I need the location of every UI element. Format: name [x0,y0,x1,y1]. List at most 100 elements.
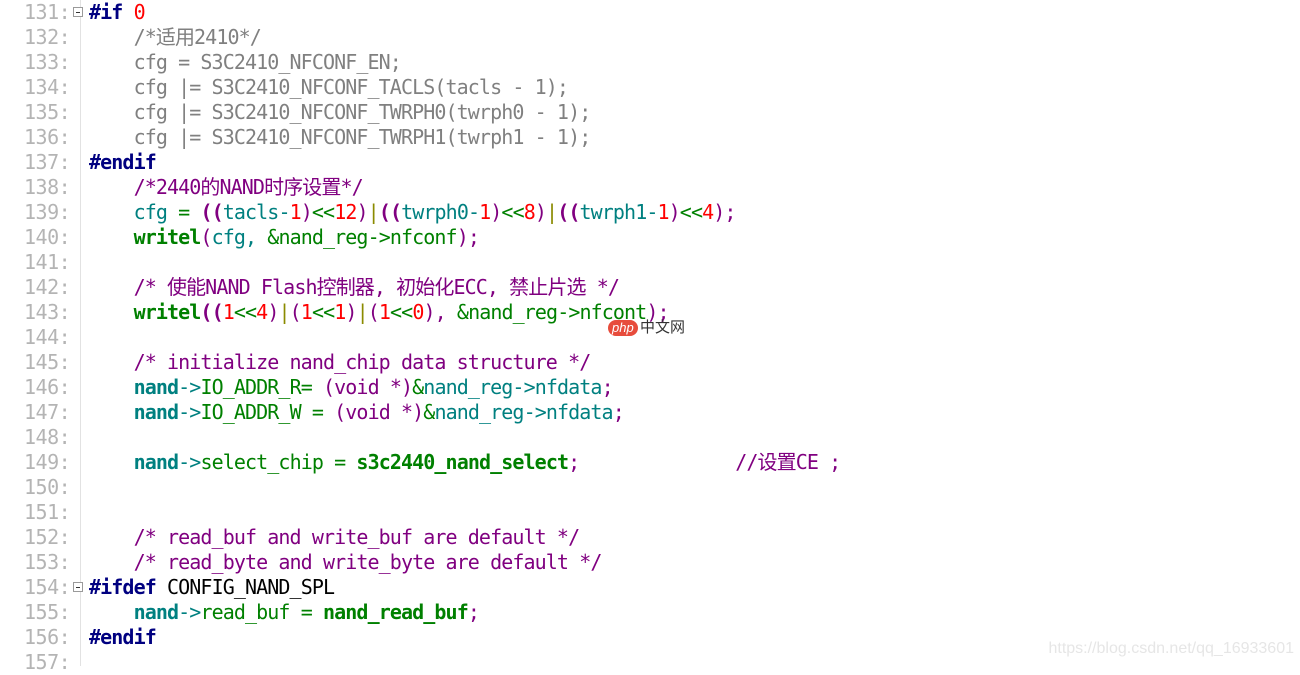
code-token: cfg |= S3C2410_NFCONF_TWRPH1(twrph1 - 1)… [89,125,592,149]
code-line[interactable]: 154:#ifdef CONFIG_NAND_SPL [0,575,1300,600]
code-token: writel [89,300,202,324]
code-token: | [546,200,558,224]
code-line[interactable]: 153: /* read_byte and write_byte are def… [0,550,1300,575]
code-line[interactable]: 142: /* 使能NAND Flash控制器, 初始化ECC, 禁止片选 */ [0,275,1300,300]
code-token: (( [200,300,223,324]
code-token: ) [668,200,681,224]
line-number: 148: [24,425,71,449]
fold-collapse-icon[interactable] [73,7,83,17]
code-line[interactable]: 155: nand->read_buf = nand_read_buf; [0,600,1300,625]
code-line[interactable]: 143: writel((1<<4)|(1<<1)|(1<<0), &nand_… [0,300,1300,325]
code-text: /* 使能NAND Flash控制器, 初始化ECC, 禁止片选 */ [89,275,620,300]
code-line[interactable]: 150: [0,475,1300,500]
code-line[interactable]: 144: [0,325,1300,350]
code-line[interactable]: 140: writel(cfg, &nand_reg->nfconf); [0,225,1300,250]
code-token: & [412,375,424,399]
code-line[interactable]: 145: /* initialize nand_chip data struct… [0,350,1300,375]
code-token: nand [89,400,179,424]
code-token: IO_ADDR_W = [200,400,335,424]
code-token: ); [713,200,736,224]
code-token: ; [601,375,614,399]
line-number: 153: [24,550,71,574]
code-line[interactable]: 135: cfg |= S3C2410_NFCONF_TWRPH0(twrph0… [0,100,1300,125]
code-token: tacls- [222,200,291,224]
code-token: ; [467,600,480,624]
code-token: -> [178,400,201,424]
code-token: ) [267,300,279,324]
code-token: ) [534,200,547,224]
code-token: //设置CE ; [735,450,841,474]
code-line[interactable]: 151: [0,500,1300,525]
code-line[interactable]: 133: cfg = S3C2410_NFCONF_EN; [0,50,1300,75]
code-token: IO_ADDR_R= [200,375,323,399]
code-text: cfg |= S3C2410_NFCONF_TWRPH0(twrph0 - 1)… [89,100,592,125]
code-line[interactable]: 138: /*2440的NAND时序设置*/ [0,175,1300,200]
line-number: 141: [24,250,71,274]
code-token: 12 [334,200,357,224]
code-text: /* read_byte and write_byte are default … [89,550,603,575]
code-line[interactable]: 131:#if 0 [0,0,1300,25]
line-number: 146: [24,375,71,399]
code-line[interactable]: 149: nand->select_chip = s3c2440_nand_se… [0,450,1300,475]
code-line[interactable]: 156:#endif [0,625,1300,650]
code-token: twrph0- [401,200,480,224]
code-token: /*2440的NAND时序设置*/ [89,175,364,199]
code-token: ); [456,225,480,249]
code-line[interactable]: 147: nand->IO_ADDR_W = (void *)&nand_reg… [0,400,1300,425]
fold-collapse-icon[interactable] [73,582,83,592]
php-watermark-text: 中文网 [640,319,686,336]
code-line[interactable]: 137:#endif [0,150,1300,175]
code-token: ) [345,300,357,324]
line-number: 140: [24,225,71,249]
code-token: ; [568,450,580,474]
code-token: cfg = S3C2410_NFCONF_EN; [89,50,402,74]
code-text: #endif [89,625,157,650]
code-token: CONFIG_NAND_SPL [167,575,335,599]
code-text: nand->read_buf = nand_read_buf; [89,600,480,625]
code-token: cfg, [211,225,268,249]
code-token: << [390,300,413,324]
code-token: #ifdef [89,575,167,599]
code-line[interactable]: 152: /* read_buf and write_buf are defau… [0,525,1300,550]
line-number: 133: [24,50,71,74]
code-token: ); [646,300,669,324]
code-token: 0 [133,0,146,24]
code-text: nand->select_chip = s3c2440_nand_select;… [89,450,842,475]
code-token: /* read_buf and write_buf are default */ [89,525,581,549]
line-number: 157: [24,650,71,674]
line-number: 151: [24,500,71,524]
code-token: ( [367,300,380,324]
code-text: writel(cfg, &nand_reg->nfconf); [89,225,480,250]
code-text: cfg = ((tacls-1)<<12)|((twrph0-1)<<8)|((… [89,200,737,225]
code-text: #endif [89,150,157,175]
code-token: &nand_reg->nfconf [267,225,457,249]
code-line[interactable]: 146: nand->IO_ADDR_R= (void *)&nand_reg-… [0,375,1300,400]
code-token: << [311,300,335,324]
code-line[interactable]: 134: cfg |= S3C2410_NFCONF_TACLS(tacls -… [0,75,1300,100]
code-line[interactable]: 132: /*适用2410*/ [0,25,1300,50]
code-line[interactable]: 136: cfg |= S3C2410_NFCONF_TWRPH1(twrph1… [0,125,1300,150]
code-token: (( [378,200,402,224]
code-token: cfg |= S3C2410_NFCONF_TACLS(tacls - 1); [89,75,569,99]
code-text: writel((1<<4)|(1<<1)|(1<<0), &nand_reg->… [89,300,670,325]
code-token: | [356,300,369,324]
code-token [579,450,735,474]
code-token: ) [490,200,502,224]
code-token: writel [89,225,202,249]
code-token: -> [178,600,201,624]
code-token: (void *) [323,375,413,399]
code-token: nand_reg->nfdata [423,375,602,399]
code-text: /*适用2410*/ [89,25,262,50]
code-line[interactable]: 139: cfg = ((tacls-1)<<12)|((twrph0-1)<<… [0,200,1300,225]
code-line[interactable]: 148: [0,425,1300,450]
code-token: 4 [256,300,268,324]
code-token: 1 [479,200,491,224]
code-token: ), [423,300,457,324]
code-text: /* read_buf and write_buf are default */ [89,525,581,550]
code-token: ; [612,400,625,424]
code-text: /*2440的NAND时序设置*/ [89,175,364,200]
code-token: | [278,300,290,324]
code-line[interactable]: 141: [0,250,1300,275]
code-text: cfg |= S3C2410_NFCONF_TACLS(tacls - 1); [89,75,569,100]
